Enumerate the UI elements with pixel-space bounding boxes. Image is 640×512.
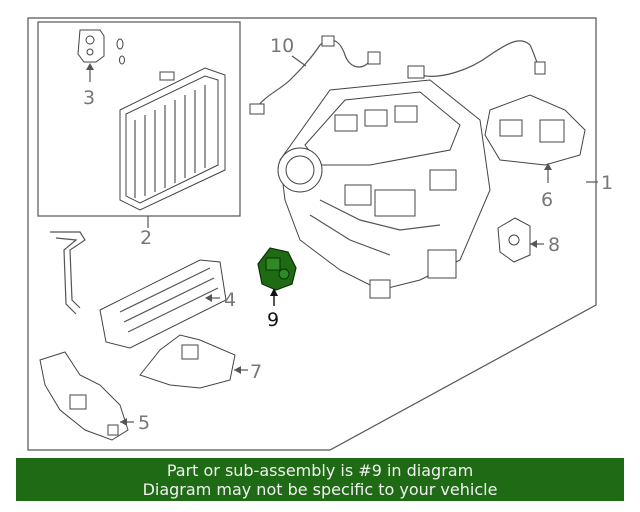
part-8-actuator[interactable]: [497, 217, 531, 263]
callout-6: 6: [541, 189, 553, 211]
callout-1: 1: [601, 172, 613, 194]
callout-7: 7: [250, 361, 262, 383]
parts-diagram: 1 2 3 4 5 6 7 8 9 10: [27, 17, 613, 451]
part-5-lower-duct[interactable]: [39, 351, 129, 441]
part-3-expansion-valve[interactable]: [77, 29, 125, 65]
banner-line-2: Diagram may not be specific to your vehi…: [142, 480, 498, 499]
part-9-actuator-highlighted[interactable]: [257, 247, 297, 291]
inset-frame: [37, 21, 241, 217]
info-banner: Part or sub-assembly is #9 in diagram Di…: [16, 458, 624, 501]
callout-8: 8: [548, 234, 560, 256]
part-7-duct[interactable]: [139, 334, 236, 389]
callout-9: 9: [267, 309, 279, 331]
banner-line-1: Part or sub-assembly is #9 in diagram: [166, 461, 474, 480]
part-10-wire-harness[interactable]: [249, 35, 546, 115]
part-4-heater-core[interactable]: [50, 231, 227, 349]
part-2-evaporator-core[interactable]: [119, 67, 226, 211]
callout-4: 4: [224, 289, 236, 311]
assembly-frame: [27, 17, 597, 451]
part-6-duct[interactable]: [484, 94, 586, 166]
callout-2: 2: [140, 227, 152, 249]
callout-10: 10: [270, 35, 294, 57]
callout-3: 3: [83, 87, 95, 109]
callout-5: 5: [138, 412, 150, 434]
part-1-hvac-housing[interactable]: [277, 79, 491, 299]
